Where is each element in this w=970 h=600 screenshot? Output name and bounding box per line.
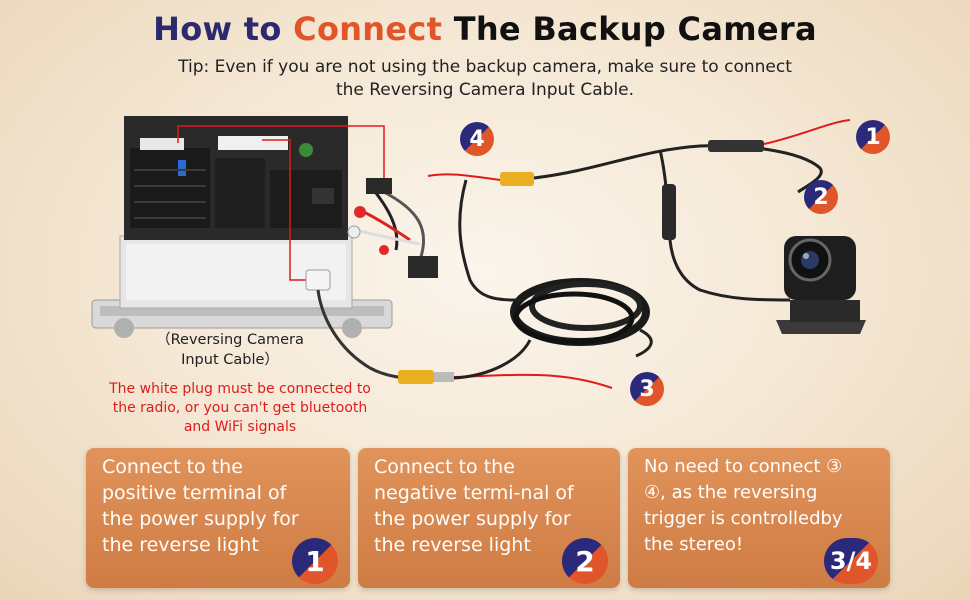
card-2-line-4: the reverse light [374,534,531,556]
tip-line-2: the Reversing Camera Input Cable. [335,80,635,100]
camera-label-line-2: Input Cable） [181,352,279,368]
card-1-line-3: the power supply for [102,508,299,530]
camera-cable-icon [427,119,851,302]
card-1-text: Connect to the positive terminal of the … [102,454,336,558]
reversing-camera-input-cable-icon [305,269,454,384]
card-1-line-2: positive terminal of [102,482,287,504]
extension-cable-icon [453,179,653,389]
warning-line-3: and WiFi signals [183,419,297,435]
reversing-camera-input-label: （Reversing Camera Input Cable） [135,330,325,370]
card-2-line-3: the power supply for [374,508,571,530]
card-3-4-badge: 3/4 [824,538,878,584]
backup-camera-icon [776,236,866,334]
tip-text: Tip: Even if you are not using the backu… [120,56,850,102]
badge-3: 3 [630,372,664,406]
instruction-card-1: Connect to the positive terminal of the … [86,448,350,588]
title-word-connect: Connect [293,10,443,48]
card-1-badge: 1 [292,538,338,584]
instruction-card-2: Connect to the negative termi-nal of the… [358,448,620,588]
instruction-card-3-4: No need to connect ③ ④, as the reversing… [628,448,890,588]
badge-4: 4 [460,122,494,156]
title-word-backup-camera: The Backup Camera [453,10,817,48]
card-1-line-1: Connect to the [102,456,243,478]
tip-line-1: Tip: Even if you are not using the backu… [178,57,792,77]
title-word-how-to: How to [153,10,282,48]
card-3-line-4: the stereo! [644,534,744,555]
page-title: How to Connect The Backup Camera [0,10,970,48]
card-3-line-2: ④, as the reversing [644,482,818,503]
camera-label-line-1: （Reversing Camera [156,332,304,348]
white-plug-warning: The white plug must be connected to the … [80,380,400,437]
card-2-line-2: negative termi-nal of [374,482,574,504]
card-2-line-1: Connect to the [374,456,515,478]
card-2-badge: 2 [562,538,608,584]
warning-line-1: The white plug must be connected to [109,381,371,397]
card-2-text: Connect to the negative termi-nal of the… [374,454,606,558]
badge-1: 1 [856,120,890,154]
card-3-line-1: No need to connect ③ [644,456,843,477]
card-1-line-4: the reverse light [102,534,259,556]
card-3-text: No need to connect ③ ④, as the reversing… [644,454,876,558]
card-3-line-3: trigger is controlledby [644,508,843,529]
wiring-harness-icon [347,178,438,278]
radio-head-unit-icon [91,116,393,338]
badge-2: 2 [804,180,838,214]
warning-line-2: the radio, or you can't get bluetooth [112,400,368,416]
